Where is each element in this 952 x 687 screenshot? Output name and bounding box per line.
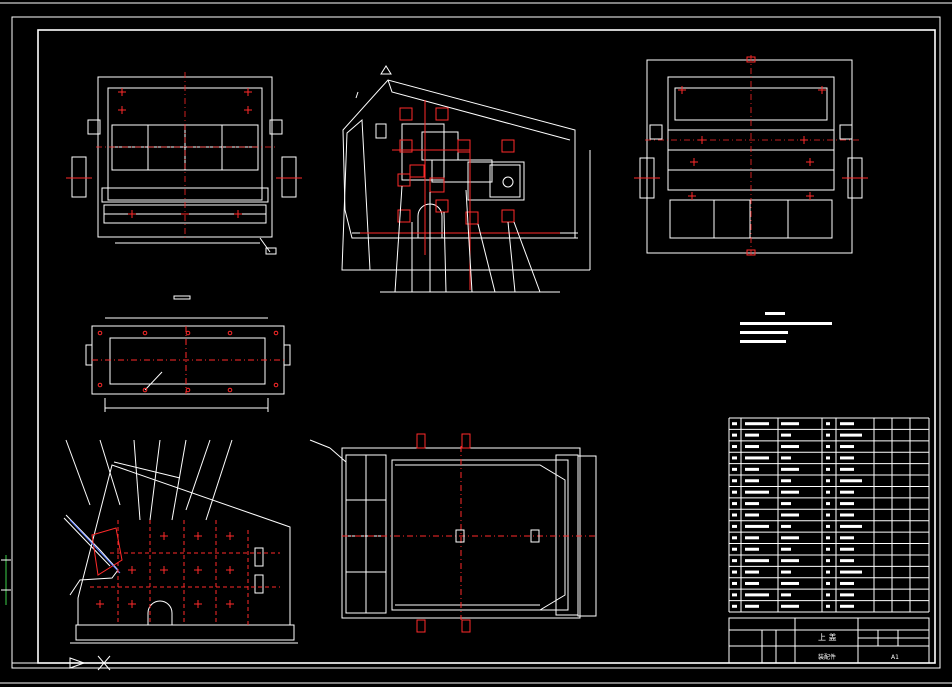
parts-list-entry — [781, 445, 799, 449]
parts-list-entry — [732, 593, 737, 597]
parts-list-entry — [826, 524, 830, 528]
parts-list-entry — [745, 604, 759, 608]
parts-list-entry — [732, 559, 737, 563]
parts-list-entry — [745, 513, 759, 517]
side-section-top-center — [341, 65, 591, 293]
parts-list-entry — [826, 513, 830, 517]
parts-list-entry — [732, 433, 737, 437]
parts-list-entry — [781, 490, 799, 494]
parts-list-entry — [840, 513, 854, 517]
drawing-name: 上 盖 — [818, 632, 837, 642]
parts-list-entry — [781, 593, 791, 597]
parts-list-entry — [840, 524, 862, 528]
parts-list-entry — [840, 559, 854, 563]
parts-list-entry — [781, 467, 799, 471]
parts-list-entry — [781, 513, 799, 517]
parts-list-entry — [826, 479, 830, 483]
parts-list-entry — [826, 593, 830, 597]
parts-list-entry — [745, 467, 759, 471]
parts-list-entry — [781, 536, 799, 540]
parts-list-entry — [781, 604, 799, 608]
parts-list-entry — [732, 502, 737, 506]
parts-list-entry — [826, 433, 830, 437]
parts-list-entry — [745, 581, 759, 585]
parts-list-entry — [745, 445, 759, 449]
parts-list-entry — [732, 547, 737, 551]
parts-list-entry — [826, 445, 830, 449]
parts-list-entry — [745, 547, 759, 551]
parts-list-entry — [732, 524, 737, 528]
parts-list-entry — [840, 422, 854, 426]
front-view-top-left — [66, 72, 302, 255]
parts-list-entry — [781, 433, 791, 437]
parts-list-entry — [781, 524, 791, 528]
top-plan-bottom-center — [309, 433, 597, 633]
parts-list-entry — [840, 479, 862, 483]
parts-list-entry — [732, 570, 737, 574]
parts-list-entry — [745, 479, 759, 483]
parts-list-entry — [840, 570, 862, 574]
parts-list-entry — [745, 593, 769, 597]
side-cutaway-bottom-left — [63, 439, 298, 644]
parts-list-entry — [732, 513, 737, 517]
parts-list-entry — [745, 536, 759, 540]
parts-list-entry — [745, 502, 759, 506]
parts-list-entry — [840, 581, 854, 585]
parts-list-entry — [840, 593, 854, 597]
parts-list-entry — [781, 570, 791, 574]
parts-list-entry — [745, 422, 769, 426]
sheet-size: A1 — [891, 654, 899, 661]
parts-list-entry — [840, 502, 854, 506]
parts-list-entry — [732, 445, 737, 449]
parts-list-entry — [781, 479, 791, 483]
parts-list-entry — [732, 581, 737, 585]
parts-list-entry — [781, 456, 791, 460]
drawing-type: 装配件 — [818, 653, 836, 661]
parts-list-entry — [826, 559, 830, 563]
parts-list-entry — [781, 547, 791, 551]
parts-list-entry — [732, 490, 737, 494]
parts-list-entry — [840, 456, 854, 460]
parts-list-entry — [745, 456, 769, 460]
parts-list-entry — [826, 547, 830, 551]
parts-list-entry — [840, 445, 854, 449]
parts-list-entry — [840, 490, 854, 494]
parts-list-entry — [826, 456, 830, 460]
parts-list-entry — [781, 502, 791, 506]
parts-list-entry — [826, 581, 830, 585]
parts-list-entry — [826, 604, 830, 608]
parts-list-entry — [826, 570, 830, 574]
parts-list-entry — [840, 467, 854, 471]
flange-plan-middle-left — [85, 295, 291, 412]
parts-list-entry — [732, 604, 737, 608]
parts-list-entry — [840, 433, 862, 437]
parts-list-entry — [840, 536, 854, 540]
parts-list-entry — [745, 433, 759, 437]
title-block: 上 盖 装配件 A1 — [728, 617, 930, 664]
parts-list-entry — [732, 467, 737, 471]
rear-view-top-right — [634, 55, 868, 256]
parts-list-entry — [826, 490, 830, 494]
parts-list-entry — [826, 422, 830, 426]
parts-list-entry — [826, 536, 830, 540]
technical-notes — [740, 312, 832, 343]
parts-list-entry — [840, 604, 854, 608]
parts-list-entry — [781, 422, 799, 426]
parts-list-entry — [745, 490, 769, 494]
parts-list-entry — [826, 502, 830, 506]
parts-list-entry — [732, 479, 737, 483]
parts-list — [728, 417, 930, 613]
parts-list-entry — [732, 456, 737, 460]
parts-list-entry — [732, 536, 737, 540]
parts-list-entry — [826, 467, 830, 471]
parts-list-entry — [745, 559, 769, 563]
parts-list-entry — [745, 524, 769, 528]
parts-list-entry — [781, 559, 799, 563]
parts-list-entry — [840, 547, 854, 551]
parts-list-entry — [732, 422, 737, 426]
parts-list-entry — [745, 570, 759, 574]
parts-list-entry — [781, 581, 799, 585]
